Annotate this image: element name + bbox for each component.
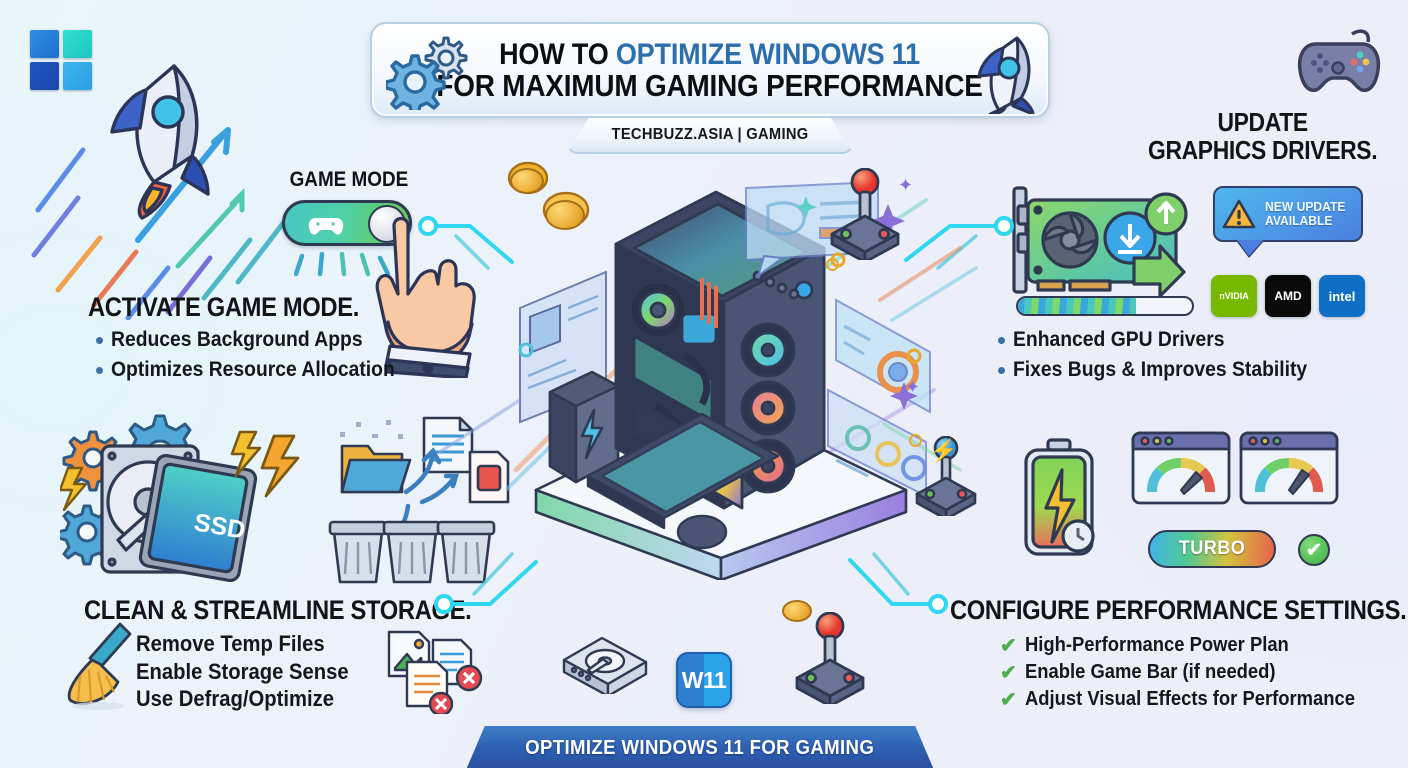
vendor-label: nVIDIA <box>1219 291 1249 301</box>
sparkle-icon: ✦ <box>905 377 921 397</box>
hand-pointer-icon <box>375 216 476 378</box>
title-highlight: OPTIMIZE WINDOWS 11 <box>616 37 921 71</box>
hard-drive-group: SSD <box>60 414 300 583</box>
ring-decoration <box>909 434 922 447</box>
section-game-mode-heading: ACTIVATE GAME MODE. <box>88 292 359 322</box>
title-prefix: HOW TO <box>499 37 617 71</box>
vendor-label: AMD <box>1274 289 1302 303</box>
sparkle-icon: ✦ <box>898 175 914 195</box>
subtitle-tab: TECHBUZZ.ASIA | GAMING <box>566 118 854 154</box>
bullet-dot <box>998 366 1005 374</box>
lightning-icon: ⚡ <box>930 438 958 463</box>
game-mode-toggle[interactable] <box>282 200 412 246</box>
coin-icon <box>782 600 812 622</box>
section-performance-bullets: ✔ High-Performance Power Plan ✔ Enable G… <box>1000 634 1383 715</box>
list-item: ✔ High-Performance Power Plan <box>1000 634 1383 657</box>
battery-icon <box>1024 438 1095 556</box>
list-item: ✔ Enable Game Bar (if needed) <box>1000 661 1383 684</box>
coin-icon <box>545 200 585 230</box>
hard-drive-icon <box>562 636 648 694</box>
gpu-card-icon <box>1012 186 1188 298</box>
bullet-dot <box>998 336 1005 344</box>
section-drivers-heading: UPDATE GRAPHICS DRIVERS. <box>1148 108 1408 164</box>
rocket-icon <box>110 64 210 220</box>
vendor-logo-nvidia: nVIDIA <box>1211 275 1257 317</box>
gauge-icon <box>1239 431 1339 505</box>
gamepad-icon <box>308 218 344 235</box>
delete-files-icon <box>387 630 483 714</box>
update-notification-text: NEW UPDATE AVAILABLE <box>1265 198 1346 229</box>
drivers-heading-line1: UPDATE <box>1217 107 1308 137</box>
drivers-heading-line2: GRAPHICS DRIVERS. <box>1148 135 1378 166</box>
bullet-text: High-Performance Power Plan <box>1024 634 1289 656</box>
bullet-text: Remove Temp Files <box>136 631 325 656</box>
ring-decoration <box>826 258 839 271</box>
list-item: Reduces Background Apps <box>96 328 419 352</box>
bullet-text: Enable Game Bar (if needed) <box>1024 661 1276 683</box>
joystick-icon <box>915 436 977 516</box>
joystick-icon <box>795 612 865 704</box>
list-item: Fixes Bugs & Improves Stability <box>998 358 1333 382</box>
windows-11-badge: W11 <box>676 652 732 708</box>
vendor-label: intel <box>1328 288 1356 304</box>
bullet-text: Enhanced GPU Drivers <box>1013 328 1225 351</box>
bullet-text: Fixes Bugs & Improves Stability <box>1013 358 1308 381</box>
bullet-dot <box>96 366 103 374</box>
section-storage-bullets: Remove Temp Files Enable Storage Sense U… <box>136 630 367 713</box>
bullet-text: Enable Storage Sense <box>136 658 349 684</box>
windows-logo-icon <box>30 30 92 90</box>
vendor-logo-intel: intel <box>1319 275 1365 317</box>
vendor-logo-amd: AMD <box>1265 275 1311 317</box>
turbo-button[interactable]: TURBO <box>1148 530 1276 568</box>
section-drivers-bullets: Enhanced GPU Drivers Fixes Bugs & Improv… <box>998 328 1333 388</box>
rocket-icon <box>977 36 1035 114</box>
section-storage-heading: CLEAN & STREAMLINE STORAGE. <box>84 595 472 625</box>
update-notification-bubble[interactable]: NEW UPDATE AVAILABLE <box>1213 186 1363 242</box>
driver-download-progress <box>1016 296 1194 316</box>
section-game-mode-bullets: Reduces Background Apps Optimizes Resour… <box>96 328 419 388</box>
check-mark-icon: ✔ <box>1000 688 1017 711</box>
turbo-label: TURBO <box>1178 538 1246 559</box>
joystick-icon <box>830 168 900 260</box>
check-mark-icon: ✔ <box>1000 661 1017 684</box>
speed-lines-decoration <box>31 127 287 320</box>
toggle-glow-rays <box>294 252 390 277</box>
broom-icon <box>67 622 132 710</box>
notification-line2: AVAILABLE <box>1265 213 1333 228</box>
os-badge-label: W11 <box>681 666 727 693</box>
warning-triangle-icon <box>1222 199 1256 229</box>
coin-icon <box>510 168 544 194</box>
list-item: ✔ Adjust Visual Effects for Performance <box>1000 688 1383 711</box>
gauge-icon <box>1131 431 1231 505</box>
title-line-2: FOR MAXIMUM GAMING PERFORMANCE <box>436 67 984 103</box>
gamepad-icon <box>1297 29 1381 93</box>
bullet-text: Adjust Visual Effects for Performance <box>1024 688 1355 710</box>
bullet-text: Optimizes Resource Allocation <box>111 358 395 381</box>
footer-banner-text: OPTIMIZE WINDOWS 11 FOR GAMING <box>525 736 875 759</box>
check-mark-icon: ✔ <box>1298 534 1330 566</box>
footer-banner: OPTIMIZE WINDOWS 11 FOR GAMING <box>466 726 934 768</box>
bullet-dot <box>96 336 103 344</box>
title-banner: HOW TO OPTIMIZE WINDOWS 11 FOR MAXIMUM G… <box>370 22 1050 118</box>
gears-icon <box>386 36 468 110</box>
file-cleanup-icons <box>328 416 510 584</box>
page-title: HOW TO OPTIMIZE WINDOWS 11 FOR MAXIMUM G… <box>406 37 1013 103</box>
section-performance-heading: CONFIGURE PERFORMANCE SETTINGS. <box>950 595 1407 625</box>
notification-line1: NEW UPDATE <box>1265 198 1346 214</box>
bullet-text: Use Defrag/Optimize <box>136 686 334 712</box>
list-item: Enhanced GPU Drivers <box>998 328 1333 352</box>
subtitle-text: TECHBUZZ.ASIA | GAMING <box>611 126 809 143</box>
game-mode-label: GAME MODE <box>289 168 409 191</box>
check-mark-icon: ✔ <box>1000 634 1017 657</box>
list-item: Optimizes Resource Allocation <box>96 358 419 382</box>
bullet-text: Reduces Background Apps <box>111 328 363 351</box>
